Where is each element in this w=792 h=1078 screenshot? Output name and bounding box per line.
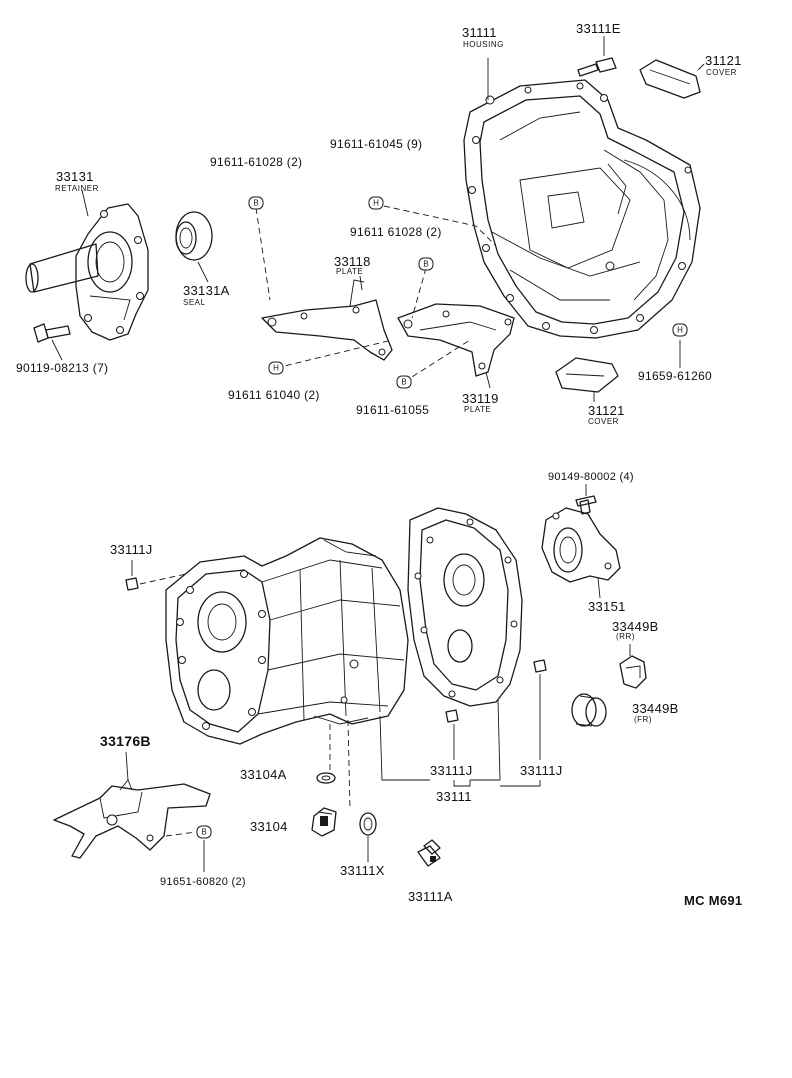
label-cover-31121-bottom: 31121 [588,403,625,418]
label-case-33111: 33111 [436,789,472,804]
callout-h-bolt-91611-61040: H [268,361,284,375]
label-plug-33111A: 33111A [408,889,453,904]
plate-33118-drawing [261,275,393,361]
label-bearing-33449B-fr-desc: (FR) [634,715,652,724]
label-bearing-33449B-fr: 33449B [632,701,679,716]
retainer-33151-drawing [541,507,621,599]
label-pin-33111J-mid: 33111J [430,763,473,778]
label-plate-33118-desc: PLATE [336,267,364,276]
label-washer-33104A: 33104A [240,767,287,782]
label-housing-31111-desc: HOUSING [463,40,504,49]
bracket-33176B-drawing [53,751,211,859]
label-housing-31111: 31111 [462,25,497,40]
callout-b-bolt-91611-61028-b: B [418,257,434,271]
label-plate-33118: 33118 [334,254,371,269]
plug-33104-drawing [311,807,337,837]
label-bolt-90149: 90149-80002 (4) [548,471,634,483]
svg-text:B: B [401,378,406,387]
label-seal-33131A-desc: SEAL [183,298,206,307]
callout-b-bolt-91651: B [196,825,212,839]
svg-text:H: H [373,199,379,208]
drawing-code: MC M691 [684,893,743,908]
bearing-33449B-rr-drawing [619,644,647,689]
label-pin-33111J-left: 33111J [110,542,153,557]
bolt-33111E-drawing [577,36,617,77]
cover-31121-bottom-drawing [555,357,619,402]
cover-31121-top-drawing [639,59,705,99]
label-bolt-91659: 91659-61260 [638,369,713,383]
label-bracket-33176B: 33176B [100,733,151,749]
label-bolt-91611-61028-a: 91611-61028 (2) [210,155,303,169]
label-pin-33111J-right: 33111J [520,763,563,778]
intermediate-plate-drawing [407,507,523,707]
transmission-case-drawing [165,537,409,745]
retainer-33131-drawing [25,189,149,341]
label-plug-33104: 33104 [250,819,288,834]
svg-text:B: B [423,260,428,269]
callout-h-bolt-91659: H [672,323,688,337]
label-cover-31121-bottom-desc: COVER [588,417,619,426]
bolt-90119-drawing [33,323,71,361]
bolt-90149-drawing [575,484,597,515]
plate-33119-drawing [397,303,515,389]
label-bolt-90119: 90119-08213 (7) [16,361,109,375]
seal-33131A-drawing [175,211,213,283]
washer-33104A-drawing [316,724,336,784]
pin-33111J-mid-drawing [445,709,459,760]
svg-text:H: H [273,364,279,373]
gasket-33111X-drawing [347,719,377,862]
callout-b-bolt-91611-61028-a: B [248,196,264,210]
svg-text:B: B [201,828,206,837]
label-bearing-33449B-rr: 33449B [612,619,659,634]
label-bolt-91611-61055: 91611-61055 [356,403,430,417]
svg-text:H: H [677,326,683,335]
pin-33111J-right-drawing [533,659,547,760]
label-retainer-33131-desc: RETAINER [55,184,99,193]
callout-h-bolt-91611-61045: H [368,196,384,210]
label-bolt-91611-61040: 91611 61040 (2) [228,388,320,402]
label-bolt-33111E: 33111E [576,21,621,36]
pin-33111J-left-drawing [125,560,187,591]
plug-33111A-drawing [417,839,441,867]
label-bolt-91611-61045: 91611-61045 (9) [330,137,423,151]
label-plate-33119-desc: PLATE [464,405,492,414]
clutch-housing-drawing [463,79,701,339]
callout-b-bolt-91611-61055: B [396,375,412,389]
label-plate-33119: 33119 [462,391,499,406]
svg-text:B: B [253,199,258,208]
label-cover-31121-top-desc: COVER [706,68,737,77]
label-retainer-33151: 33151 [588,599,626,614]
bearing-33449B-fr-drawing [571,693,607,727]
label-retainer-33131: 33131 [56,169,94,184]
label-cover-31121-top: 31121 [705,53,742,68]
label-bolt-91651: 91651-60820 (2) [160,876,246,888]
label-bolt-91611-61028-b: 91611 61028 (2) [350,225,442,239]
label-bearing-33449B-rr-desc: (RR) [616,632,635,641]
label-gasket-33111X: 33111X [340,863,385,878]
label-seal-33131A: 33131A [183,283,230,298]
